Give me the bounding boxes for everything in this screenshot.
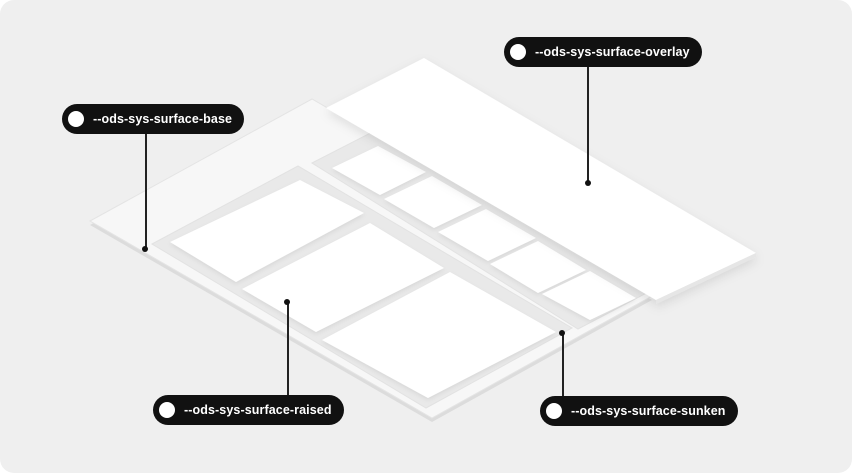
raised-card-4 [332, 146, 426, 195]
sunken-label-text: --ods-sys-surface-sunken [571, 404, 726, 418]
raised-card-1 [170, 180, 364, 282]
base-label-text: --ods-sys-surface-base [93, 112, 233, 126]
raised-card-6 [438, 209, 536, 261]
overlay-surface [326, 58, 756, 304]
raised-label: --ods-sys-surface-raised [153, 395, 344, 425]
swatch-icon [510, 44, 526, 60]
overlay-anchor-dot [585, 180, 591, 186]
raised-cards-left [170, 180, 556, 398]
raised-leader-line [287, 302, 289, 396]
swatch-icon [546, 403, 562, 419]
raised-anchor-dot [284, 299, 290, 305]
raised-card-2 [242, 223, 444, 332]
raised-cards-right [332, 146, 636, 320]
swatch-icon [68, 111, 84, 127]
base-label: --ods-sys-surface-base [62, 104, 245, 134]
raised-card-8 [542, 271, 636, 320]
raised-label-text: --ods-sys-surface-raised [184, 403, 332, 417]
swatch-icon [159, 402, 175, 418]
overlay-leader-line [587, 64, 589, 182]
sunken-leader-line [562, 334, 564, 396]
raised-card-5 [384, 176, 482, 228]
raised-card-3 [322, 272, 556, 398]
base-leader-line [145, 132, 147, 247]
overlay-label-text: --ods-sys-surface-overlay [535, 45, 690, 59]
overlay-label: --ods-sys-surface-overlay [504, 37, 702, 67]
sunken-label: --ods-sys-surface-sunken [540, 396, 738, 426]
sunken-anchor-dot [559, 330, 565, 336]
base-anchor-dot [142, 246, 148, 252]
raised-card-7 [490, 241, 586, 293]
